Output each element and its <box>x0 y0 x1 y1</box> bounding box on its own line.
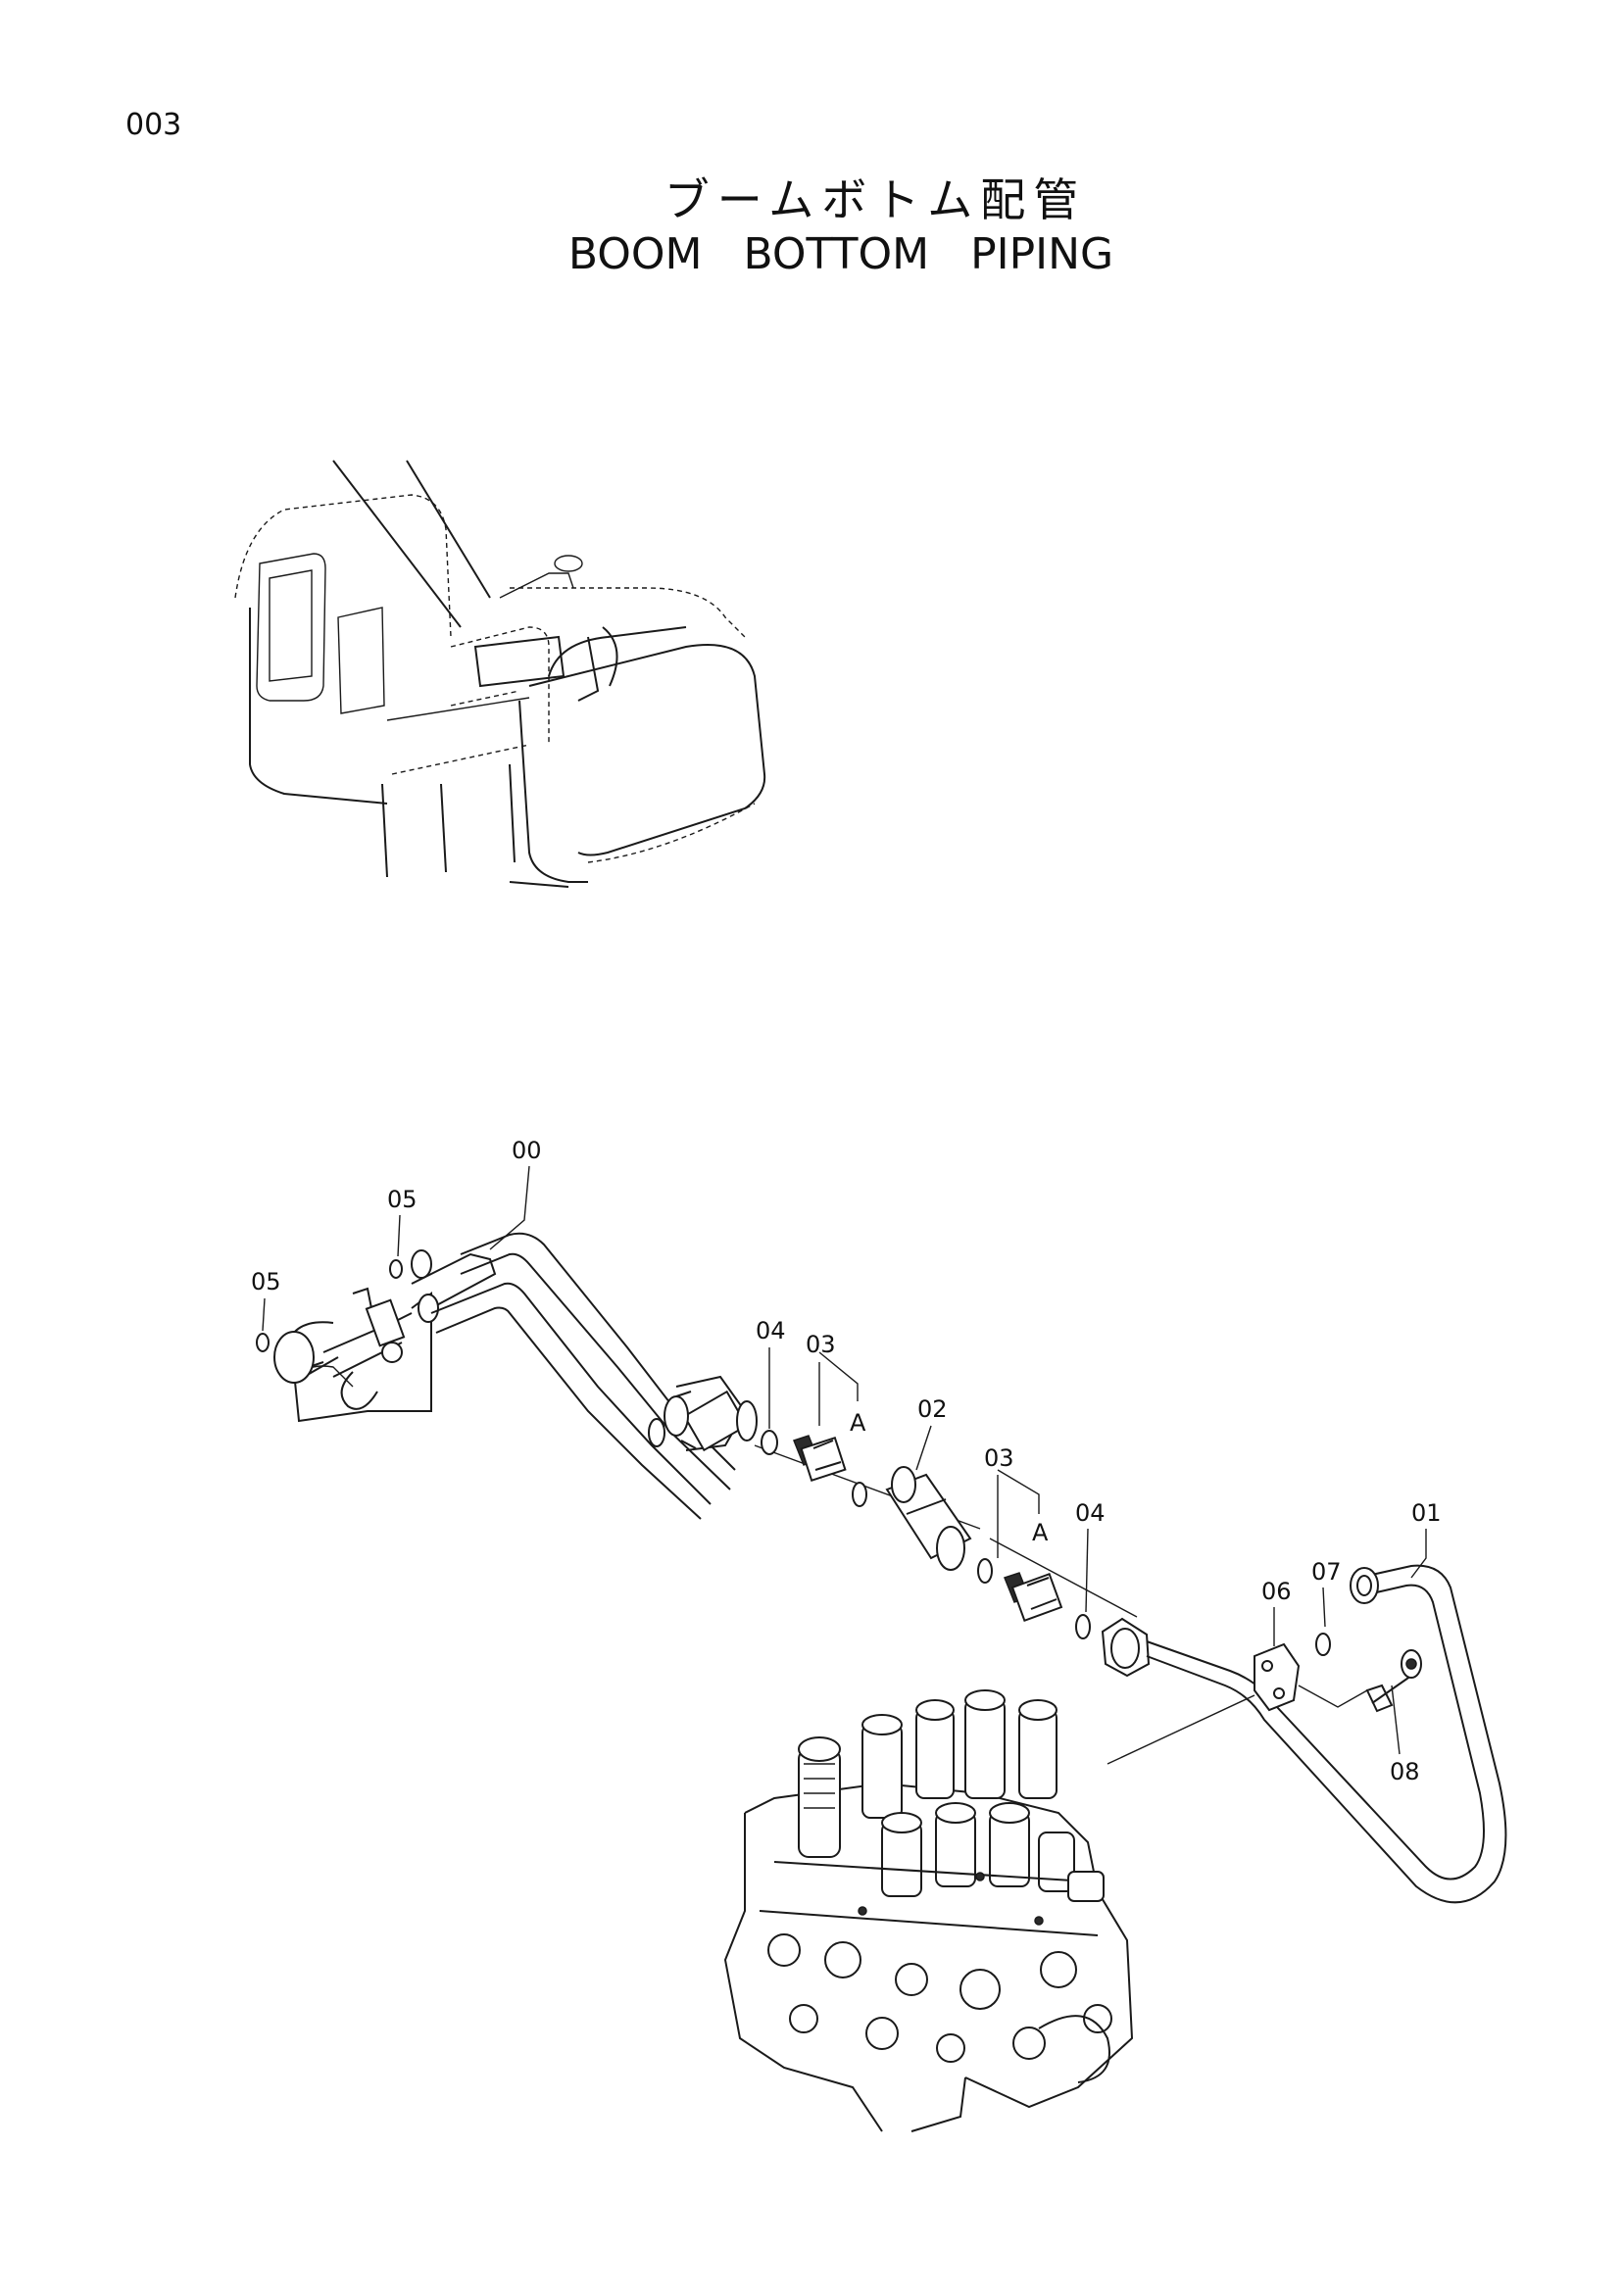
callout-01: 01 <box>1411 1499 1442 1527</box>
control-valve-block <box>723 1689 1134 2132</box>
leader-05-upper <box>397 1214 401 1257</box>
leader-07 <box>1322 1587 1326 1628</box>
o-ring-05-left <box>256 1333 270 1352</box>
callout-06: 06 <box>1261 1578 1292 1605</box>
leader-02 <box>915 1425 932 1471</box>
leader-00 <box>489 1165 530 1250</box>
callout-05-upper: 05 <box>387 1186 418 1213</box>
leader-04-b <box>1085 1528 1089 1613</box>
callout-05-left: 05 <box>251 1268 281 1295</box>
page-number: 003 <box>125 108 182 142</box>
adapter-03-a <box>793 1435 847 1482</box>
pipe-01 <box>1101 1564 1507 1904</box>
bracket-a-lower <box>997 1469 1040 1514</box>
check-valve-02 <box>885 1466 972 1571</box>
o-ring-A-a <box>852 1482 867 1507</box>
leader-valve <box>1107 1694 1255 1765</box>
o-ring-05-upper <box>389 1259 403 1279</box>
callout-00: 00 <box>512 1137 542 1164</box>
bracket-a-upper <box>818 1351 859 1401</box>
o-ring-A-b <box>977 1558 993 1584</box>
callout-07: 07 <box>1311 1558 1342 1586</box>
callout-a-upper: A <box>850 1409 866 1437</box>
callout-02: 02 <box>917 1395 948 1423</box>
callout-04-a: 04 <box>756 1317 786 1344</box>
excavator-location-sketch <box>234 460 766 888</box>
hose-assembly-00 <box>273 1232 758 1520</box>
o-ring-04-a <box>761 1430 778 1455</box>
adapter-03-b <box>1004 1572 1063 1623</box>
callout-08: 08 <box>1390 1758 1420 1785</box>
split-flange-06 <box>1254 1642 1368 1712</box>
callout-03-a: 03 <box>806 1331 836 1358</box>
title-japanese: ブームボトム配管 <box>664 173 1087 226</box>
bolt-08 <box>1365 1649 1422 1713</box>
o-ring-07 <box>1315 1633 1331 1656</box>
callout-a-lower: A <box>1032 1519 1049 1546</box>
leader-05-left <box>262 1297 266 1332</box>
callout-03-b: 03 <box>984 1444 1014 1472</box>
leader-01 <box>1410 1529 1427 1579</box>
callout-04-b: 04 <box>1075 1499 1106 1527</box>
title-english: BOOM BOTTOM PIPING <box>567 229 1114 279</box>
o-ring-04-b <box>1075 1614 1091 1639</box>
leader-08 <box>1391 1685 1401 1755</box>
